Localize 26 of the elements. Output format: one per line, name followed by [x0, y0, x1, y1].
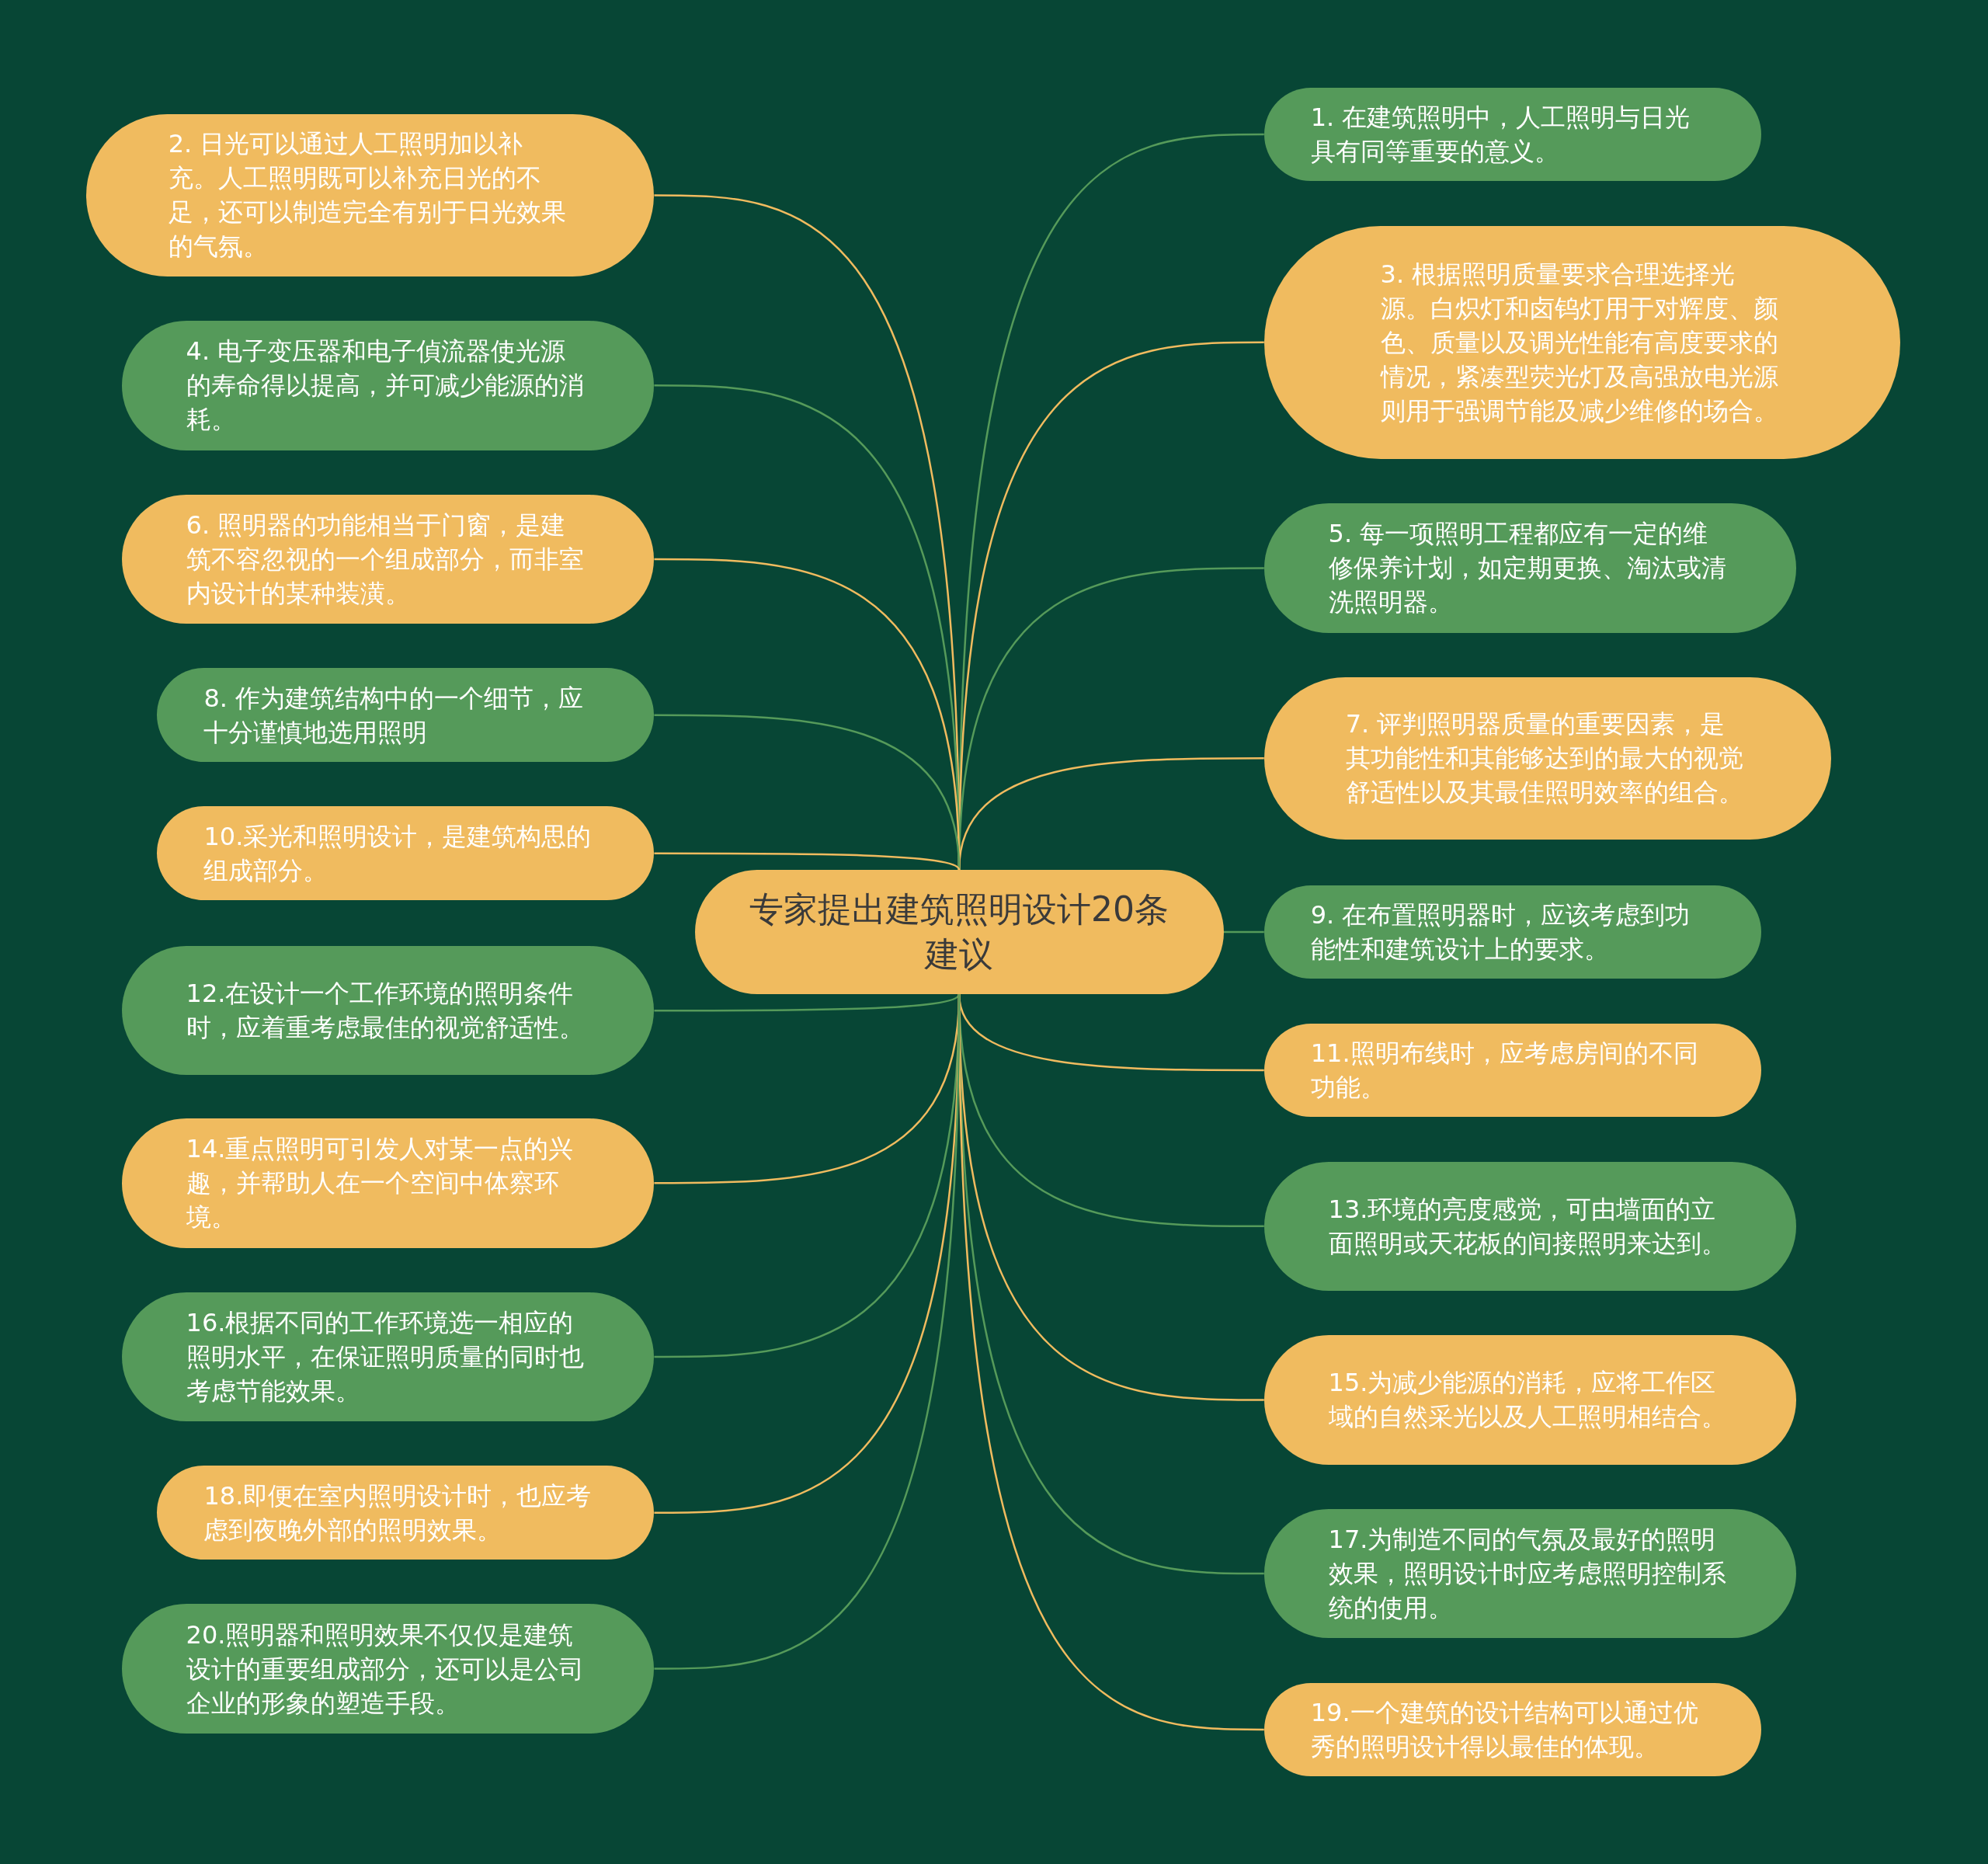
- idea-text: 20.照明器和照明效果不仅仅是建筑设计的重要组成部分，还可以是公司企业的形象的塑造手段。: [186, 1619, 585, 1720]
- idea-text: 11.照明布线时，应考虑房间的不同功能。: [1310, 1037, 1699, 1104]
- idea-text: 18.即便在室内照明设计时，也应考虑到夜晚外部的照明效果。: [203, 1480, 593, 1546]
- idea-text: 3. 根据照明质量要求合理选择光源。白炽灯和卤钨灯用于对辉度、颜色、质量以及调光性能有高度要求的情况，紧凑型荧光灯及高强放电光源则用于强调节能及减少维修的场合。: [1380, 258, 1779, 427]
- connector-line: [654, 714, 961, 871]
- idea-text: 9. 在布置照明器时，应该考虑到功能性和建筑设计上的要求。: [1310, 899, 1691, 965]
- connector-line: [654, 993, 961, 1012]
- idea-text: 15.为减少能源的消耗，应将工作区域的自然采光以及人工照明相结合。: [1328, 1367, 1727, 1434]
- idea-text: 4. 电子变压器和电子偵流器使光源的寿命得以提高，并可减少能源的消耗。: [186, 336, 585, 436]
- idea-text: 8. 作为建筑结构中的一个细节，应十分谨慎地选用照明: [203, 682, 585, 749]
- idea-text: 19.一个建筑的设计结构可以通过优秀的照明设计得以最佳的体现。: [1310, 1696, 1699, 1763]
- idea-text: 14.重点照明可引发人对某一点的兴趣，并帮助人在一个空间中体察环境。: [186, 1133, 575, 1234]
- idea-text: 5. 每一项照明工程都应有一定的维修保养计划，如定期更换、淘汰或清洗照明器。: [1328, 518, 1727, 619]
- idea-text: 12.在设计一个工作环境的照明条件时，应着重考虑最佳的视觉舒适性。: [186, 978, 585, 1045]
- connector-line: [654, 993, 961, 1670]
- idea-text: 10.采光和照明设计，是建筑构思的组成部分。: [203, 820, 593, 887]
- idea-text: 16.根据不同的工作环境选一相应的照明水平，在保证照明质量的同时也考虑节能效果。: [186, 1306, 585, 1407]
- idea-text: 13.环境的亮度感觉，可由墙面的立面照明或天花板的间接照明来达到。: [1328, 1193, 1727, 1260]
- idea-text: 6. 照明器的功能相当于门窗，是建筑不容忽视的一个组成部分，而非室内设计的某种装潢。: [186, 509, 585, 610]
- idea-text: 17.为制造不同的气氛及最好的照明效果，照明设计时应考虑照明控制系统的使用。: [1328, 1524, 1727, 1625]
- idea-text: 2. 日光可以通过人工照明加以补充。人工照明既可以补充日光的不足，还可以制造完全有别于日光效果的气氛。: [168, 128, 567, 263]
- connector-line: [654, 852, 961, 871]
- idea-text: 7. 评判照明器质量的重要因素，是其功能性和其能够达到的最大的视觉舒适性以及其最佳照明效率的组合。: [1345, 708, 1744, 809]
- topic-text: 专家提出建筑照明设计20条建议: [749, 889, 1170, 975]
- idea-text: 1. 在建筑照明中，人工照明与日光具有同等重要的意义。: [1310, 102, 1691, 169]
- connector-line: [1223, 930, 1264, 934]
